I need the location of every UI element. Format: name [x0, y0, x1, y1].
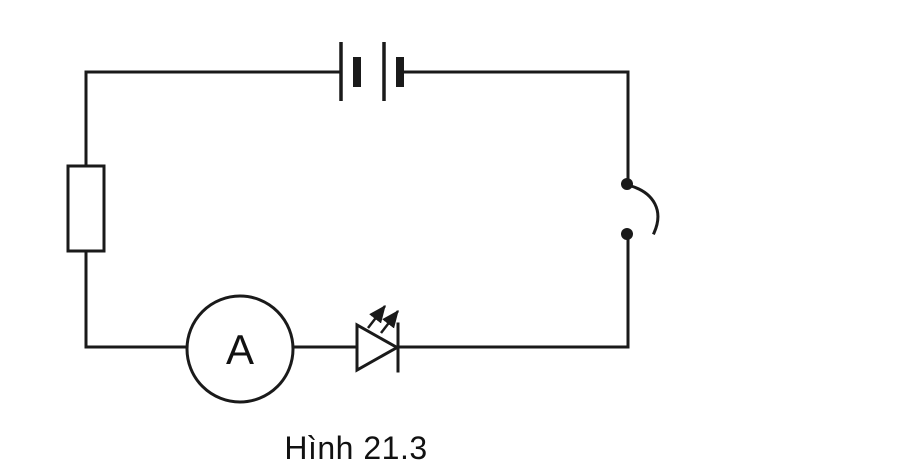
- led-triangle: [355, 322, 401, 373]
- ammeter-icon: A: [185, 294, 295, 404]
- switch-blade: [629, 184, 660, 235]
- switch-contact-bottom: [621, 228, 633, 240]
- resistor-box-icon: [66, 164, 106, 253]
- ammeter-body: [185, 294, 295, 404]
- open-switch-icon: [621, 178, 660, 240]
- battery-two-cell-icon: [339, 42, 404, 101]
- wires: [84, 70, 630, 349]
- resistor-body: [66, 164, 106, 253]
- figure-caption: Hình 21.3: [284, 430, 428, 466]
- ammeter-label: A: [226, 326, 254, 373]
- led-light-arrow-1: [367, 305, 386, 329]
- led-icon: [355, 305, 401, 373]
- led-light-arrow-2: [380, 310, 399, 334]
- switch-contact-top: [621, 178, 633, 190]
